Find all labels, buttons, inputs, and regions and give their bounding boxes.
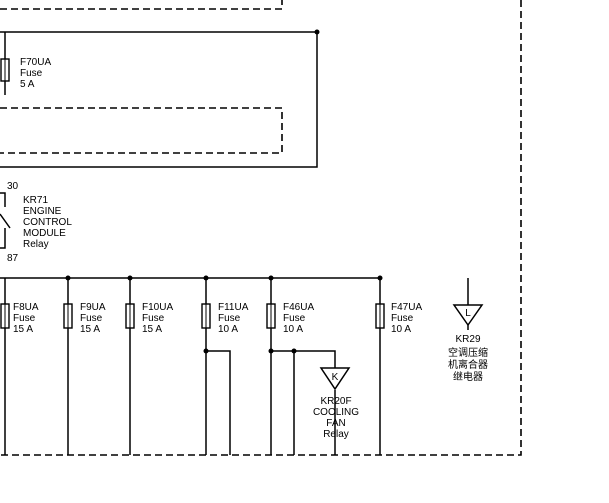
fuse-name: F9UA (80, 302, 106, 313)
junctions (65, 29, 383, 354)
fuse-f70ua: F70UA Fuse 5 A (0, 57, 51, 90)
fuse-type: Fuse (218, 313, 241, 324)
fuse-name: F8UA (13, 302, 39, 313)
fuse-f10ua: F10UA Fuse 15 A (125, 302, 173, 335)
relay-label-line-3: CONTROL (23, 217, 72, 228)
relay-kr71: 30 KR71 ENGINE CONTROL MODULE Relay 87 (7, 181, 72, 264)
junction-dot (268, 348, 274, 354)
junction-dot (203, 275, 209, 281)
fuse-rating: 10 A (283, 324, 303, 335)
fuse-f70ua-rating: 5 A (20, 79, 35, 90)
fuse-rating: 10 A (391, 324, 411, 335)
fuse-f9ua: F9UA Fuse 15 A (63, 302, 106, 335)
relay-label-line-2: ENGINE (23, 206, 62, 217)
junction-dot (291, 348, 297, 354)
mid-dashed-box (0, 107, 283, 154)
relay-pin-87: 87 (7, 253, 19, 264)
fuse-name: F11UA (218, 302, 249, 313)
fuse-type: Fuse (13, 313, 36, 324)
junction-dot (127, 275, 133, 281)
fuse-rating: 15 A (13, 324, 33, 335)
junction-dot (203, 348, 209, 354)
relay-frame (0, 192, 6, 207)
connector-label-line-4: Relay (323, 429, 349, 440)
fuse-type: Fuse (283, 313, 306, 324)
connector-label-line-3: FAN (326, 418, 345, 429)
connector-desc-line-1: 空调压缩 (448, 346, 488, 359)
fuse-name: F46UA (283, 302, 314, 313)
upper-dashed-box (0, 0, 283, 10)
relay-switch-blade (0, 213, 11, 229)
relay-label-line-1: KR71 (23, 195, 48, 206)
junction-dot (65, 275, 71, 281)
relay-label-line-5: Relay (23, 239, 49, 250)
fuse-f46ua: F46UA Fuse 10 A (266, 302, 314, 335)
relay-pin-30: 30 (7, 181, 19, 192)
fuse-f8ua: F8UA Fuse 15 A (0, 302, 39, 335)
connector-l: L KR29 空调压缩 机离合器 继电器 (448, 304, 488, 383)
f46ua-branch (271, 350, 336, 368)
fuse-rating: 15 A (142, 324, 162, 335)
fuse-name: F10UA (142, 302, 173, 313)
fuse-type: Fuse (391, 313, 414, 324)
dashed-boundaries (0, 0, 522, 456)
fuse-type: Fuse (142, 313, 165, 324)
connector-id: KR29 (455, 334, 480, 345)
fuse-rating: 15 A (80, 324, 100, 335)
connector-desc-line-2: 机离合器 (448, 358, 488, 371)
junction-dot (268, 275, 274, 281)
junction-dot (314, 29, 320, 35)
connector-triangle-icon (452, 304, 484, 327)
fuse-f47ua: F47UA Fuse 10 A (375, 302, 422, 335)
relay-label-line-4: MODULE (23, 228, 66, 239)
fuse-f11ua: F11UA Fuse 10 A (201, 302, 249, 335)
fuse-f70ua-name: F70UA (20, 57, 51, 68)
connector-letter: K (332, 372, 339, 383)
fuse-type: Fuse (80, 313, 103, 324)
fuse-name: F47UA (391, 302, 422, 313)
connector-desc-line-3: 继电器 (453, 370, 483, 383)
right-dashed-border (0, 0, 522, 456)
wiring (0, 31, 469, 455)
connector-k: K KR20F COOLING FAN Relay (313, 367, 359, 440)
relay-frame-lower (0, 228, 6, 249)
connector-label-line-1: KR20F (320, 396, 351, 407)
connector-letter: L (465, 308, 471, 319)
right-supply-wire (0, 32, 318, 168)
fuse-f70ua-type: Fuse (20, 68, 43, 79)
junction-dot (377, 275, 383, 281)
connector-label-line-2: COOLING (313, 407, 359, 418)
f11ua-branch (206, 350, 231, 455)
connector-triangle-icon (319, 367, 351, 391)
fuse-rating: 10 A (218, 324, 238, 335)
